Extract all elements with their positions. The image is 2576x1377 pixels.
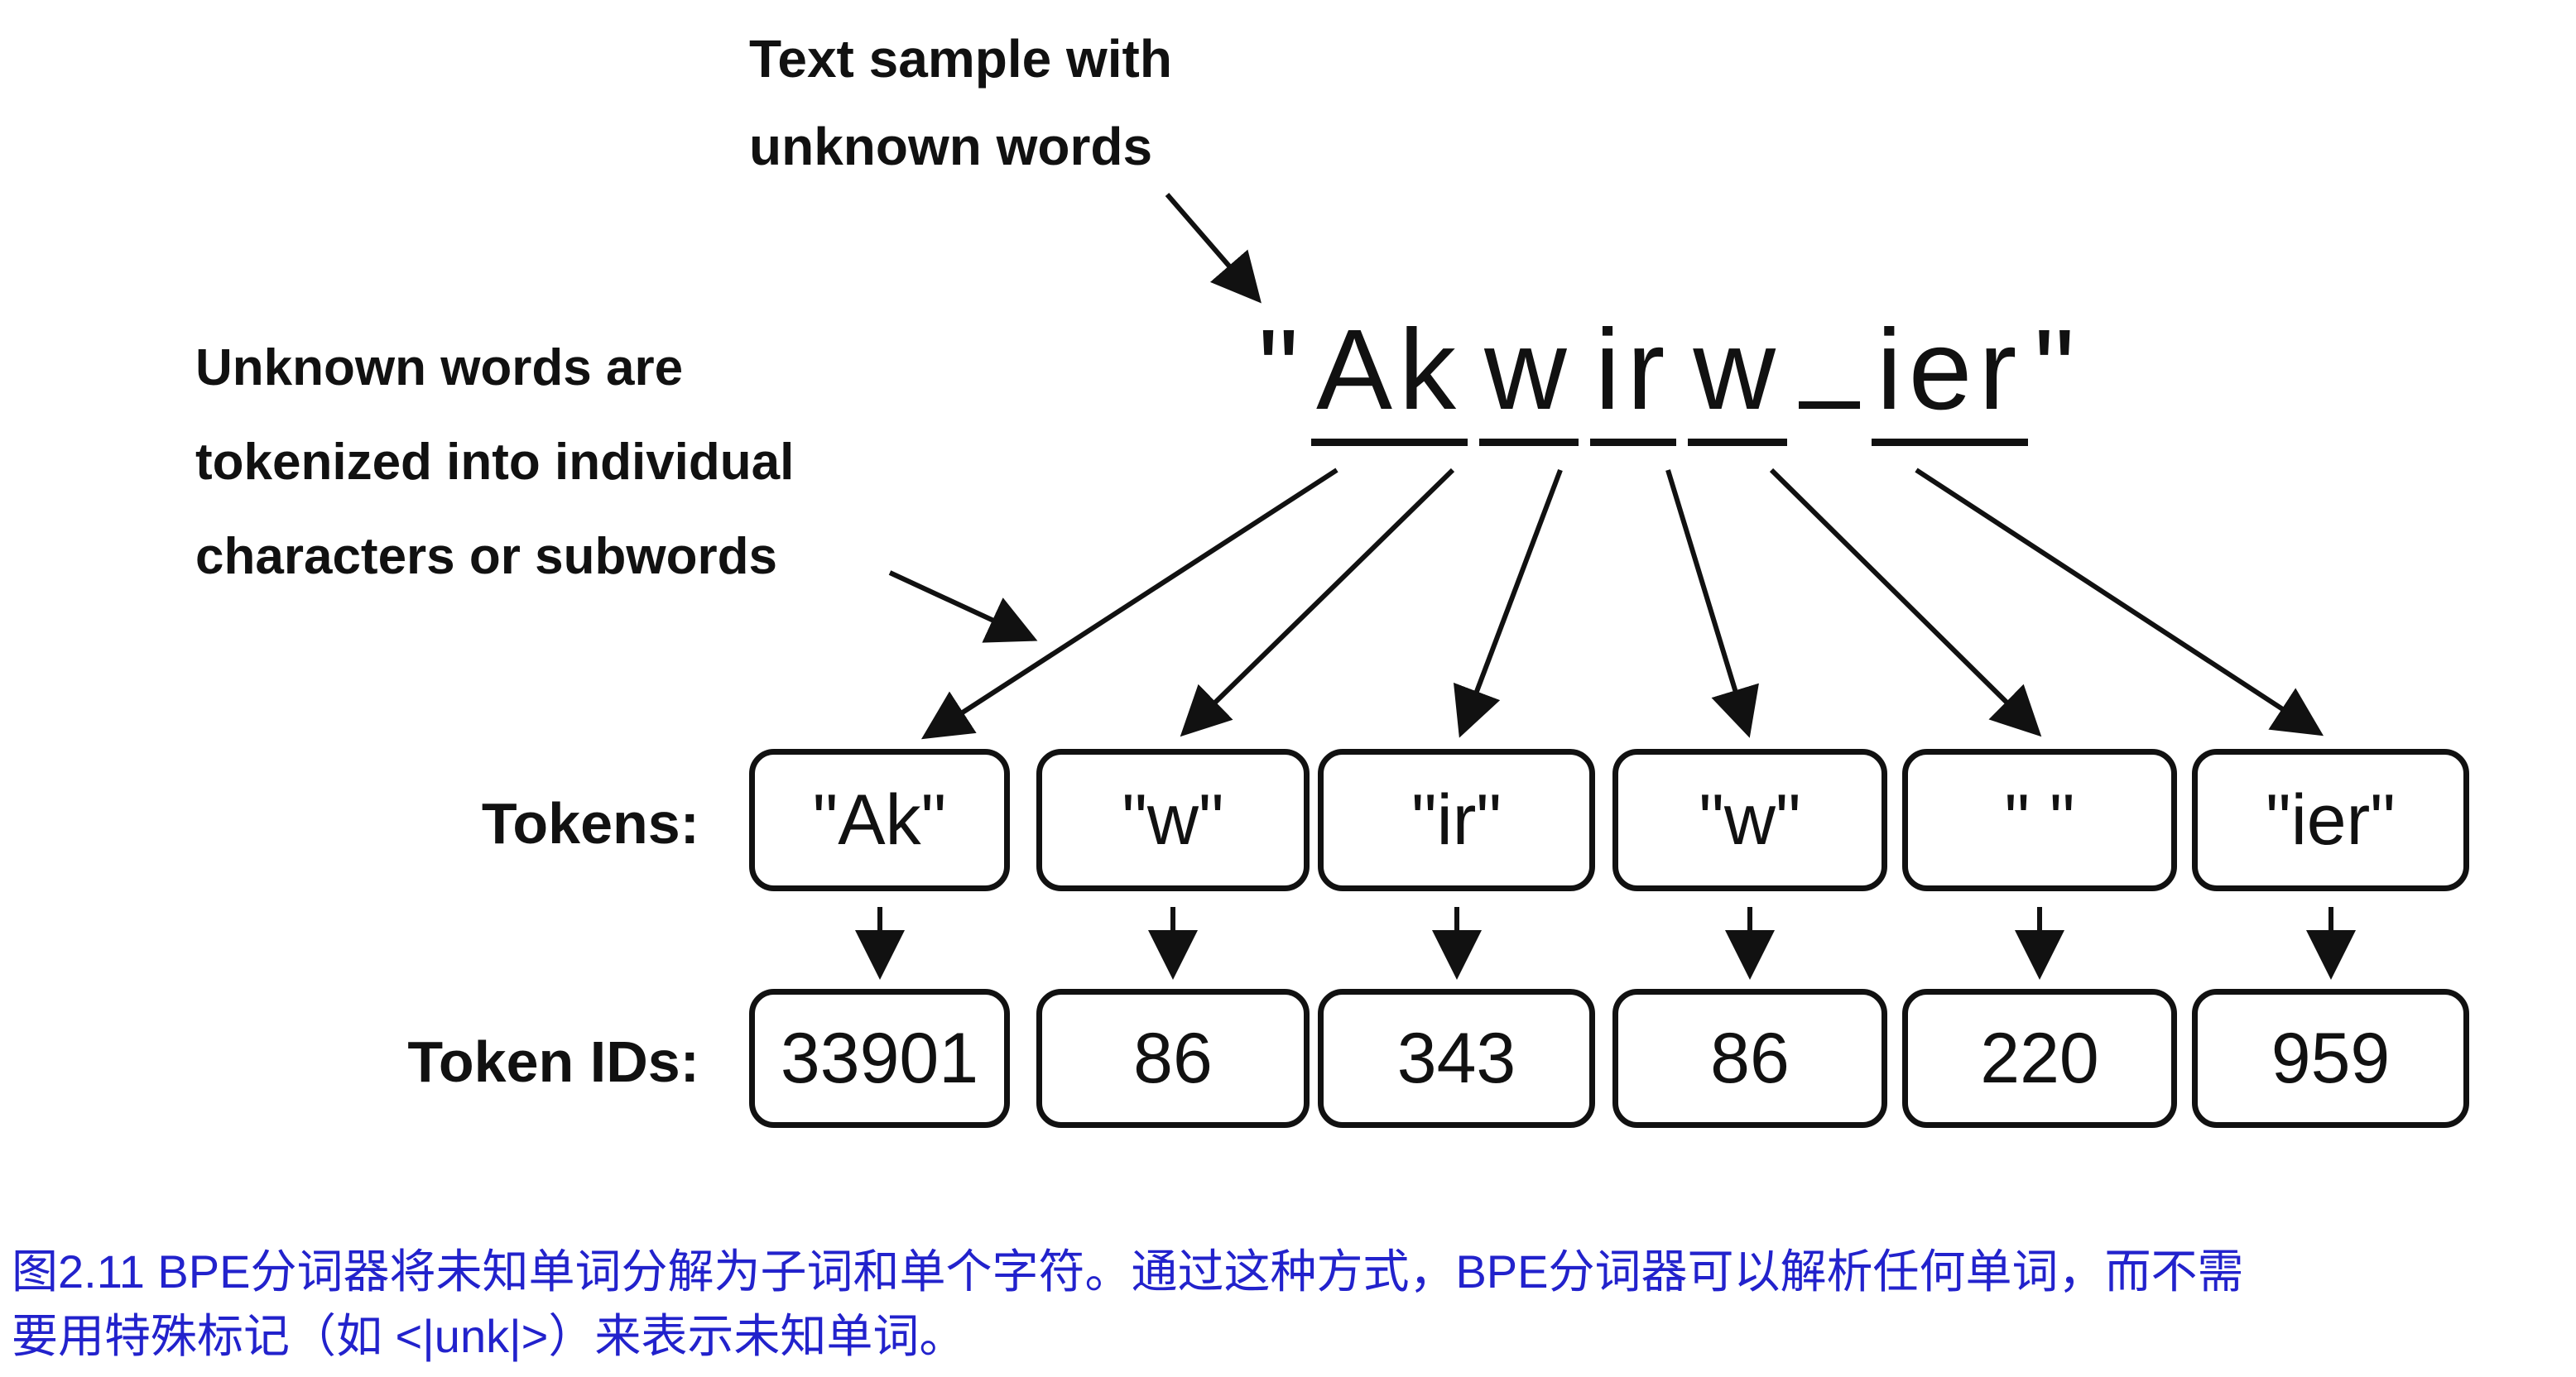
arrow-sample-to-token-6: [1915, 468, 2324, 736]
token-box-1: "Ak": [749, 749, 1010, 891]
annotation-unknown-words-line3: characters or subwords: [195, 528, 777, 585]
token-ids-row-label: Token IDs:: [407, 1029, 699, 1094]
token-id-box-1: 33901: [749, 989, 1010, 1128]
token-id-box-2: 86: [1036, 989, 1310, 1128]
arrow-sample-to-token-2: [1180, 468, 1455, 737]
token-box-4: "w": [1612, 749, 1887, 891]
token-id-box-3: 343: [1318, 989, 1595, 1128]
token-id-box-6: 959: [2192, 989, 2469, 1128]
annotation-text-sample-line1: Text sample with: [749, 29, 1172, 89]
annotation-unknown-words: Unknown words are tokenized into individ…: [195, 321, 794, 604]
tokens-row-label: Tokens:: [481, 791, 699, 856]
token-box-2: "w": [1036, 749, 1310, 891]
figure-caption-line2: 要用特殊标记（如 <|unk|>）来表示未知单词。: [12, 1310, 966, 1362]
sample-segment-w2: w: [1688, 310, 1788, 446]
sample-segment-w1: w: [1479, 310, 1579, 446]
sample-open-quote: ": [1258, 306, 1305, 434]
token-id-box-4: 86: [1612, 989, 1887, 1128]
token-box-3: "ir": [1318, 749, 1595, 891]
sample-segment-space: [1799, 393, 1861, 409]
arrow-sample-to-token-3: [1453, 468, 1563, 738]
sample-close-quote: ": [2034, 306, 2082, 434]
arrow-left-annotation: [888, 570, 1038, 643]
arrow-sample-to-token-5: [1769, 468, 2042, 737]
sample-segment-ak: Ak: [1311, 310, 1468, 446]
sample-segment-ir: ir: [1589, 310, 1677, 446]
token-id-box-5: 220: [1902, 989, 2177, 1128]
annotation-unknown-words-line1: Unknown words are: [195, 339, 684, 396]
annotation-unknown-words-line2: tokenized into individual: [195, 434, 795, 491]
annotation-text-sample-line2: unknown words: [749, 117, 1153, 176]
figure-caption: 图2.11 BPE分词器将未知单词分解为子词和单个字符。通过这种方式，BPE分词…: [12, 1240, 2561, 1369]
token-box-5: " ": [1902, 749, 2177, 891]
figure-caption-line1: 图2.11 BPE分词器将未知单词分解为子词和单个字符。通过这种方式，BPE分词…: [12, 1245, 2244, 1298]
token-box-6: "ier": [2192, 749, 2469, 891]
arrow-sample-to-token-4: [1665, 469, 1759, 738]
annotation-text-sample: Text sample with unknown words: [749, 15, 1172, 190]
arrow-sample-to-token-1: [920, 468, 1338, 740]
sample-segment-ier: ier: [1872, 310, 2029, 446]
arrow-top-annotation: [1165, 193, 1262, 304]
